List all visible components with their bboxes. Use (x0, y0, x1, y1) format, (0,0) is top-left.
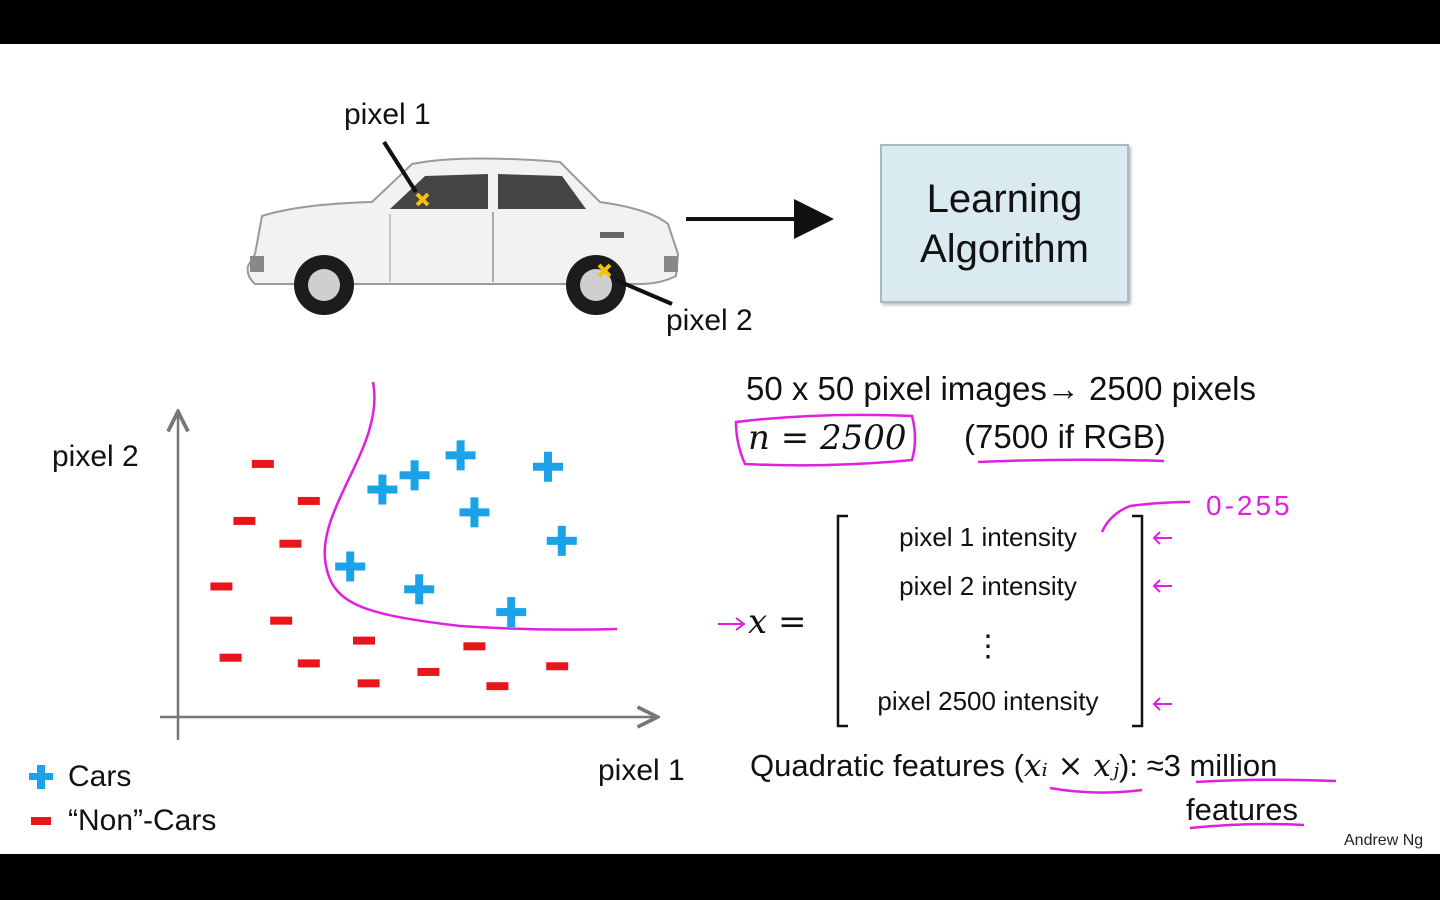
vector-entry-1: pixel 1 intensity (899, 522, 1077, 552)
algorithm-box-line2: Algorithm (920, 226, 1089, 271)
million-underline (1195, 778, 1337, 784)
x-equation: x = (748, 602, 807, 642)
noncar-point-4 (279, 539, 302, 548)
legend-noncars-marker (31, 817, 51, 825)
pixel1-marker (415, 192, 430, 207)
quadratic-features-line: Quadratic features (xᵢ × xⱼ): ≈3 million (750, 748, 1277, 784)
chart-y-label: pixel 2 (52, 440, 139, 473)
x-arrow-mark (718, 617, 746, 631)
noncar-point-1 (251, 459, 274, 468)
noncar-point-7 (219, 653, 242, 662)
noncar-point-12 (357, 679, 380, 688)
vector-entry-2: pixel 2 intensity (899, 571, 1077, 601)
learning-algorithm-box: Learning Algorithm (880, 144, 1129, 303)
scatter-points (210, 440, 577, 691)
entry-arrows (1152, 531, 1172, 711)
legend-noncars-label: “Non”-Cars (68, 804, 217, 837)
rgb-note: (7500 if RGB) (964, 418, 1166, 455)
pixel2-label: pixel 2 (666, 304, 753, 337)
vector-ellipsis: ⋮ (973, 630, 1003, 663)
vector-entry-2500: pixel 2500 intensity (877, 686, 1099, 716)
car-point-7 (335, 551, 366, 582)
slide: pixel 1 pixel 2 Learning Algorithm pixel… (0, 44, 1440, 854)
algorithm-box-line1: Learning (926, 176, 1083, 221)
quad-underline (1049, 786, 1143, 794)
noncar-point-5 (210, 582, 233, 591)
n-equation: n = 2500 (748, 418, 907, 458)
legend-cars-label: Cars (68, 760, 132, 793)
car-point-6 (546, 525, 577, 556)
legend-cars-marker (29, 765, 53, 789)
pixel-count-line: 50 x 50 pixel images→ 2500 pixels (746, 370, 1256, 407)
pixel2-marker (597, 263, 612, 278)
quadratic-features-line2: features (1186, 792, 1299, 827)
pixel2-pointer (615, 278, 673, 306)
noncar-point-3 (233, 516, 256, 525)
car-point-9 (496, 597, 527, 628)
car-point-8 (404, 574, 435, 605)
diagram-canvas (29, 140, 1337, 830)
author-credit: Andrew Ng (1344, 832, 1424, 849)
noncar-point-2 (297, 496, 320, 505)
decision-boundary (323, 381, 618, 631)
quad-prefix: Quadratic features ( (750, 748, 1024, 783)
noncar-point-9 (353, 636, 375, 645)
car-point-4 (367, 474, 398, 505)
noncar-point-6 (270, 616, 293, 625)
bracket-left (836, 514, 848, 728)
car-image (246, 157, 680, 315)
noncar-point-10 (463, 642, 486, 651)
car-point-2 (399, 460, 430, 491)
quad-math: xᵢ × xⱼ (1023, 748, 1120, 784)
car-point-1 (445, 440, 476, 471)
pixel1-pointer (382, 140, 418, 194)
noncar-point-11 (546, 662, 569, 671)
noncar-point-13 (417, 667, 440, 676)
pixel1-label: pixel 1 (344, 98, 431, 131)
rgb-underline (977, 458, 1165, 464)
car-point-5 (459, 497, 490, 528)
features-underline (1189, 822, 1305, 830)
quad-suffix: ): ≈3 million (1119, 748, 1278, 783)
car-point-3 (533, 451, 563, 482)
noncar-point-8 (297, 659, 320, 668)
intensity-range: 0-255 (1206, 490, 1293, 521)
chart-x-label: pixel 1 (598, 754, 685, 787)
range-hook (1100, 500, 1191, 533)
noncar-point-14 (486, 682, 509, 691)
bracket-right (1132, 514, 1144, 728)
n-circle (734, 413, 917, 467)
